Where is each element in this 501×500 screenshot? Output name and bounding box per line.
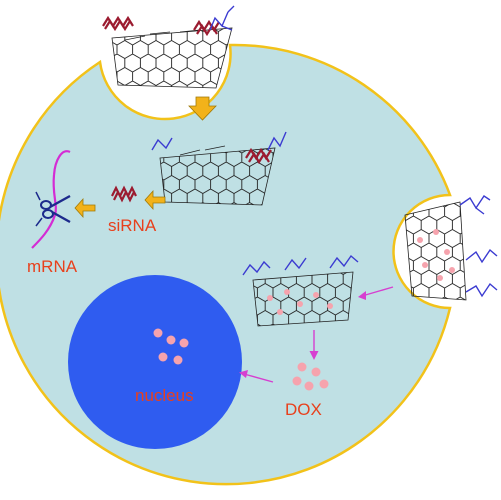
graphene-sheet-icon [159,147,276,206]
dox-particle-icon [297,362,307,372]
graphene-sheet-right [404,195,498,301]
dox-particle-icon [319,379,329,389]
dox-loaded-particles [417,229,455,281]
graphene-sheet-icon [124,29,201,41]
sirna-icon [245,147,272,165]
pink-arrow-in [358,286,394,300]
label-sirna: siRNA [108,216,157,235]
sirna-icon [111,185,137,203]
peg-chain-icon [209,5,235,31]
peg-chain-icon [459,195,491,215]
nucleus-dox-particles [153,328,189,365]
peg-chain-icon [151,137,173,151]
graphene-sheet-icon [404,201,467,301]
dox-loaded-particles [267,289,333,315]
graphene-sheet-icon [111,27,233,89]
block-arrow-down [188,96,217,121]
scissors-icon [35,191,71,227]
label-mrna: mRNA [27,257,78,276]
peg-chain-icon [242,260,271,276]
sirna-icon [193,19,220,37]
pink-arrow-to-nucleus [239,370,274,383]
block-arrow-left-2 [74,197,96,219]
dox-particle-icon [158,352,168,362]
sirna-icon [102,15,134,32]
dox-particle-icon [179,338,189,348]
graphene-sheet-dox [242,254,359,327]
dox-particle-icon [166,335,176,345]
block-arrow-left-1 [144,189,166,211]
label-dox: DOX [285,400,322,419]
graphene-sheet-middle [151,131,287,206]
dox-particle-icon [153,328,163,338]
graphene-sheet-top [102,5,235,89]
dox-particle-icon [292,376,302,386]
label-nucleus: nucleus [135,386,194,405]
pink-arrow-down [309,330,319,360]
released-dox-particles [292,362,329,391]
dox-particle-icon [311,367,321,377]
peg-chain-icon [465,248,498,264]
peg-chain-icon [329,254,359,269]
nucleus-body [68,275,242,449]
peg-chain-icon [267,131,287,151]
dox-particle-icon [173,355,183,365]
peg-chain-icon [465,282,498,298]
peg-chain-icon [284,257,307,271]
dox-particle-icon [304,381,314,391]
mrna-strand-icon [31,150,71,249]
graphene-sheet-icon [179,145,226,156]
